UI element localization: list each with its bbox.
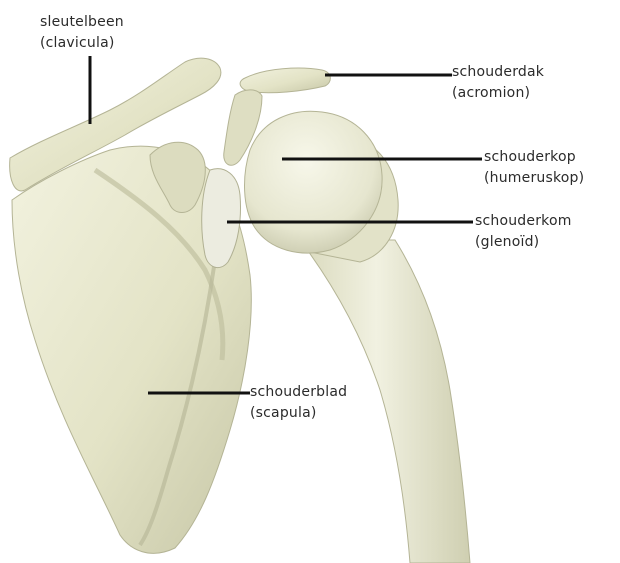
- glenoid-label: schouderkom (glenoïd): [475, 211, 572, 253]
- clavicle-label: sleutelbeen (clavicula): [40, 12, 124, 54]
- clavicle-label-latin: (clavicula): [40, 33, 124, 54]
- humeral-head-label-name: schouderkop: [484, 147, 584, 168]
- glenoid-label-latin: (glenoïd): [475, 232, 572, 253]
- scapula-label: schouderblad (scapula): [250, 382, 347, 424]
- acromion-shape: [240, 68, 330, 93]
- acromion-label-latin: (acromion): [452, 83, 544, 104]
- glenoid-label-name: schouderkom: [475, 211, 572, 232]
- scapula-label-latin: (scapula): [250, 403, 347, 424]
- acromion-label: schouderdak (acromion): [452, 62, 544, 104]
- scapula-label-name: schouderblad: [250, 382, 347, 403]
- humeral-head-label: schouderkop (humeruskop): [484, 147, 584, 189]
- humeral-head-label-latin: (humeruskop): [484, 168, 584, 189]
- clavicle-label-name: sleutelbeen: [40, 12, 124, 33]
- acromion-label-name: schouderdak: [452, 62, 544, 83]
